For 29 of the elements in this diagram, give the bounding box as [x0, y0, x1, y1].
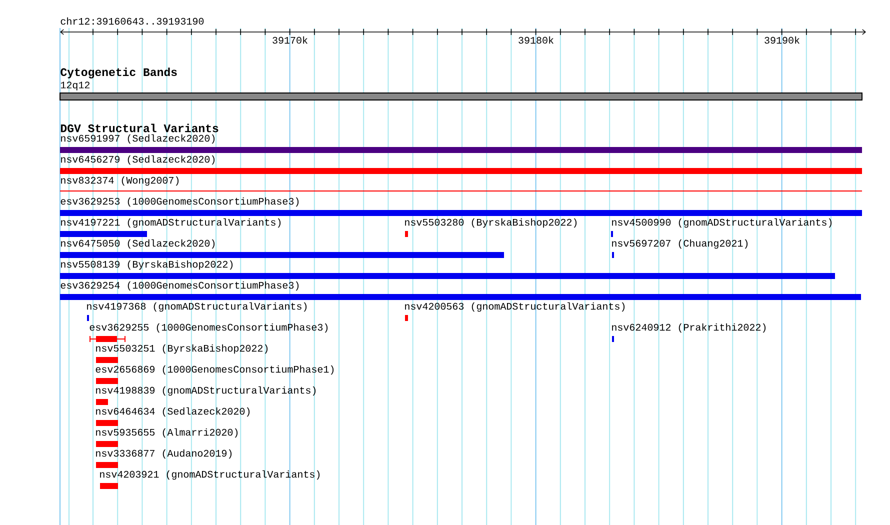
variant-label: nsv6456279 (Sedlazeck2020)	[61, 155, 215, 165]
variant-label: esv3629253 (1000GenomesConsortiumPhase3)	[60, 197, 299, 207]
variant-label: nsv5935655 (Almarri2020)	[96, 428, 238, 438]
variant-label: nsv5503280 (ByrskaBishop2022)	[405, 218, 577, 228]
band-label: 12q12	[60, 82, 90, 90]
variant-label: esv2656869 (1000GenomesConsortiumPhase1)	[96, 365, 334, 375]
variant-label: nsv4197221 (gnomADStructuralVariants)	[61, 218, 281, 228]
tick-label: 39180k	[518, 36, 554, 44]
variant-label: nsv6464634 (Sedlazeck2020)	[96, 407, 250, 417]
variant-label: nsv4203921 (gnomADStructuralVariants)	[100, 470, 320, 480]
tick-label: 39170k	[272, 36, 308, 44]
variant-label: nsv4200563 (gnomADStructuralVariants)	[405, 302, 625, 312]
variant-label: nsv4198839 (gnomADStructuralVariants)	[96, 386, 316, 396]
variant-label: esv3629255 (1000GenomesConsortiumPhase3)	[90, 323, 328, 333]
variant-label: nsv5508139 (ByrskaBishop2022)	[61, 260, 233, 270]
variant-label: nsv5697207 (Chuang2021)	[612, 239, 748, 249]
variant-label: nsv6475050 (Sedlazeck2020)	[61, 239, 215, 249]
variant-label: nsv4500990 (gnomADStructuralVariants)	[612, 218, 832, 228]
tick-label: 39190k	[764, 36, 800, 44]
variant-label: esv3629254 (1000GenomesConsortiumPhase3)	[60, 281, 299, 291]
variant-label: nsv6591997 (Sedlazeck2020)	[61, 134, 215, 144]
variant-label: nsv3336877 (Audano2019)	[96, 449, 232, 459]
track-title: DGV Structural Variants	[60, 124, 218, 132]
variant-label: nsv6240912 (Prakrithi2022)	[612, 323, 766, 333]
variant-label: nsv5503251 (ByrskaBishop2022)	[96, 344, 268, 354]
variant-label: nsv832374 (Wong2007)	[61, 176, 179, 186]
track-title: Cytogenetic Bands	[60, 68, 177, 78]
position-label: chr12:39160643..39193190	[60, 17, 204, 25]
variant-label: nsv4197368 (gnomADStructuralVariants)	[87, 302, 307, 312]
